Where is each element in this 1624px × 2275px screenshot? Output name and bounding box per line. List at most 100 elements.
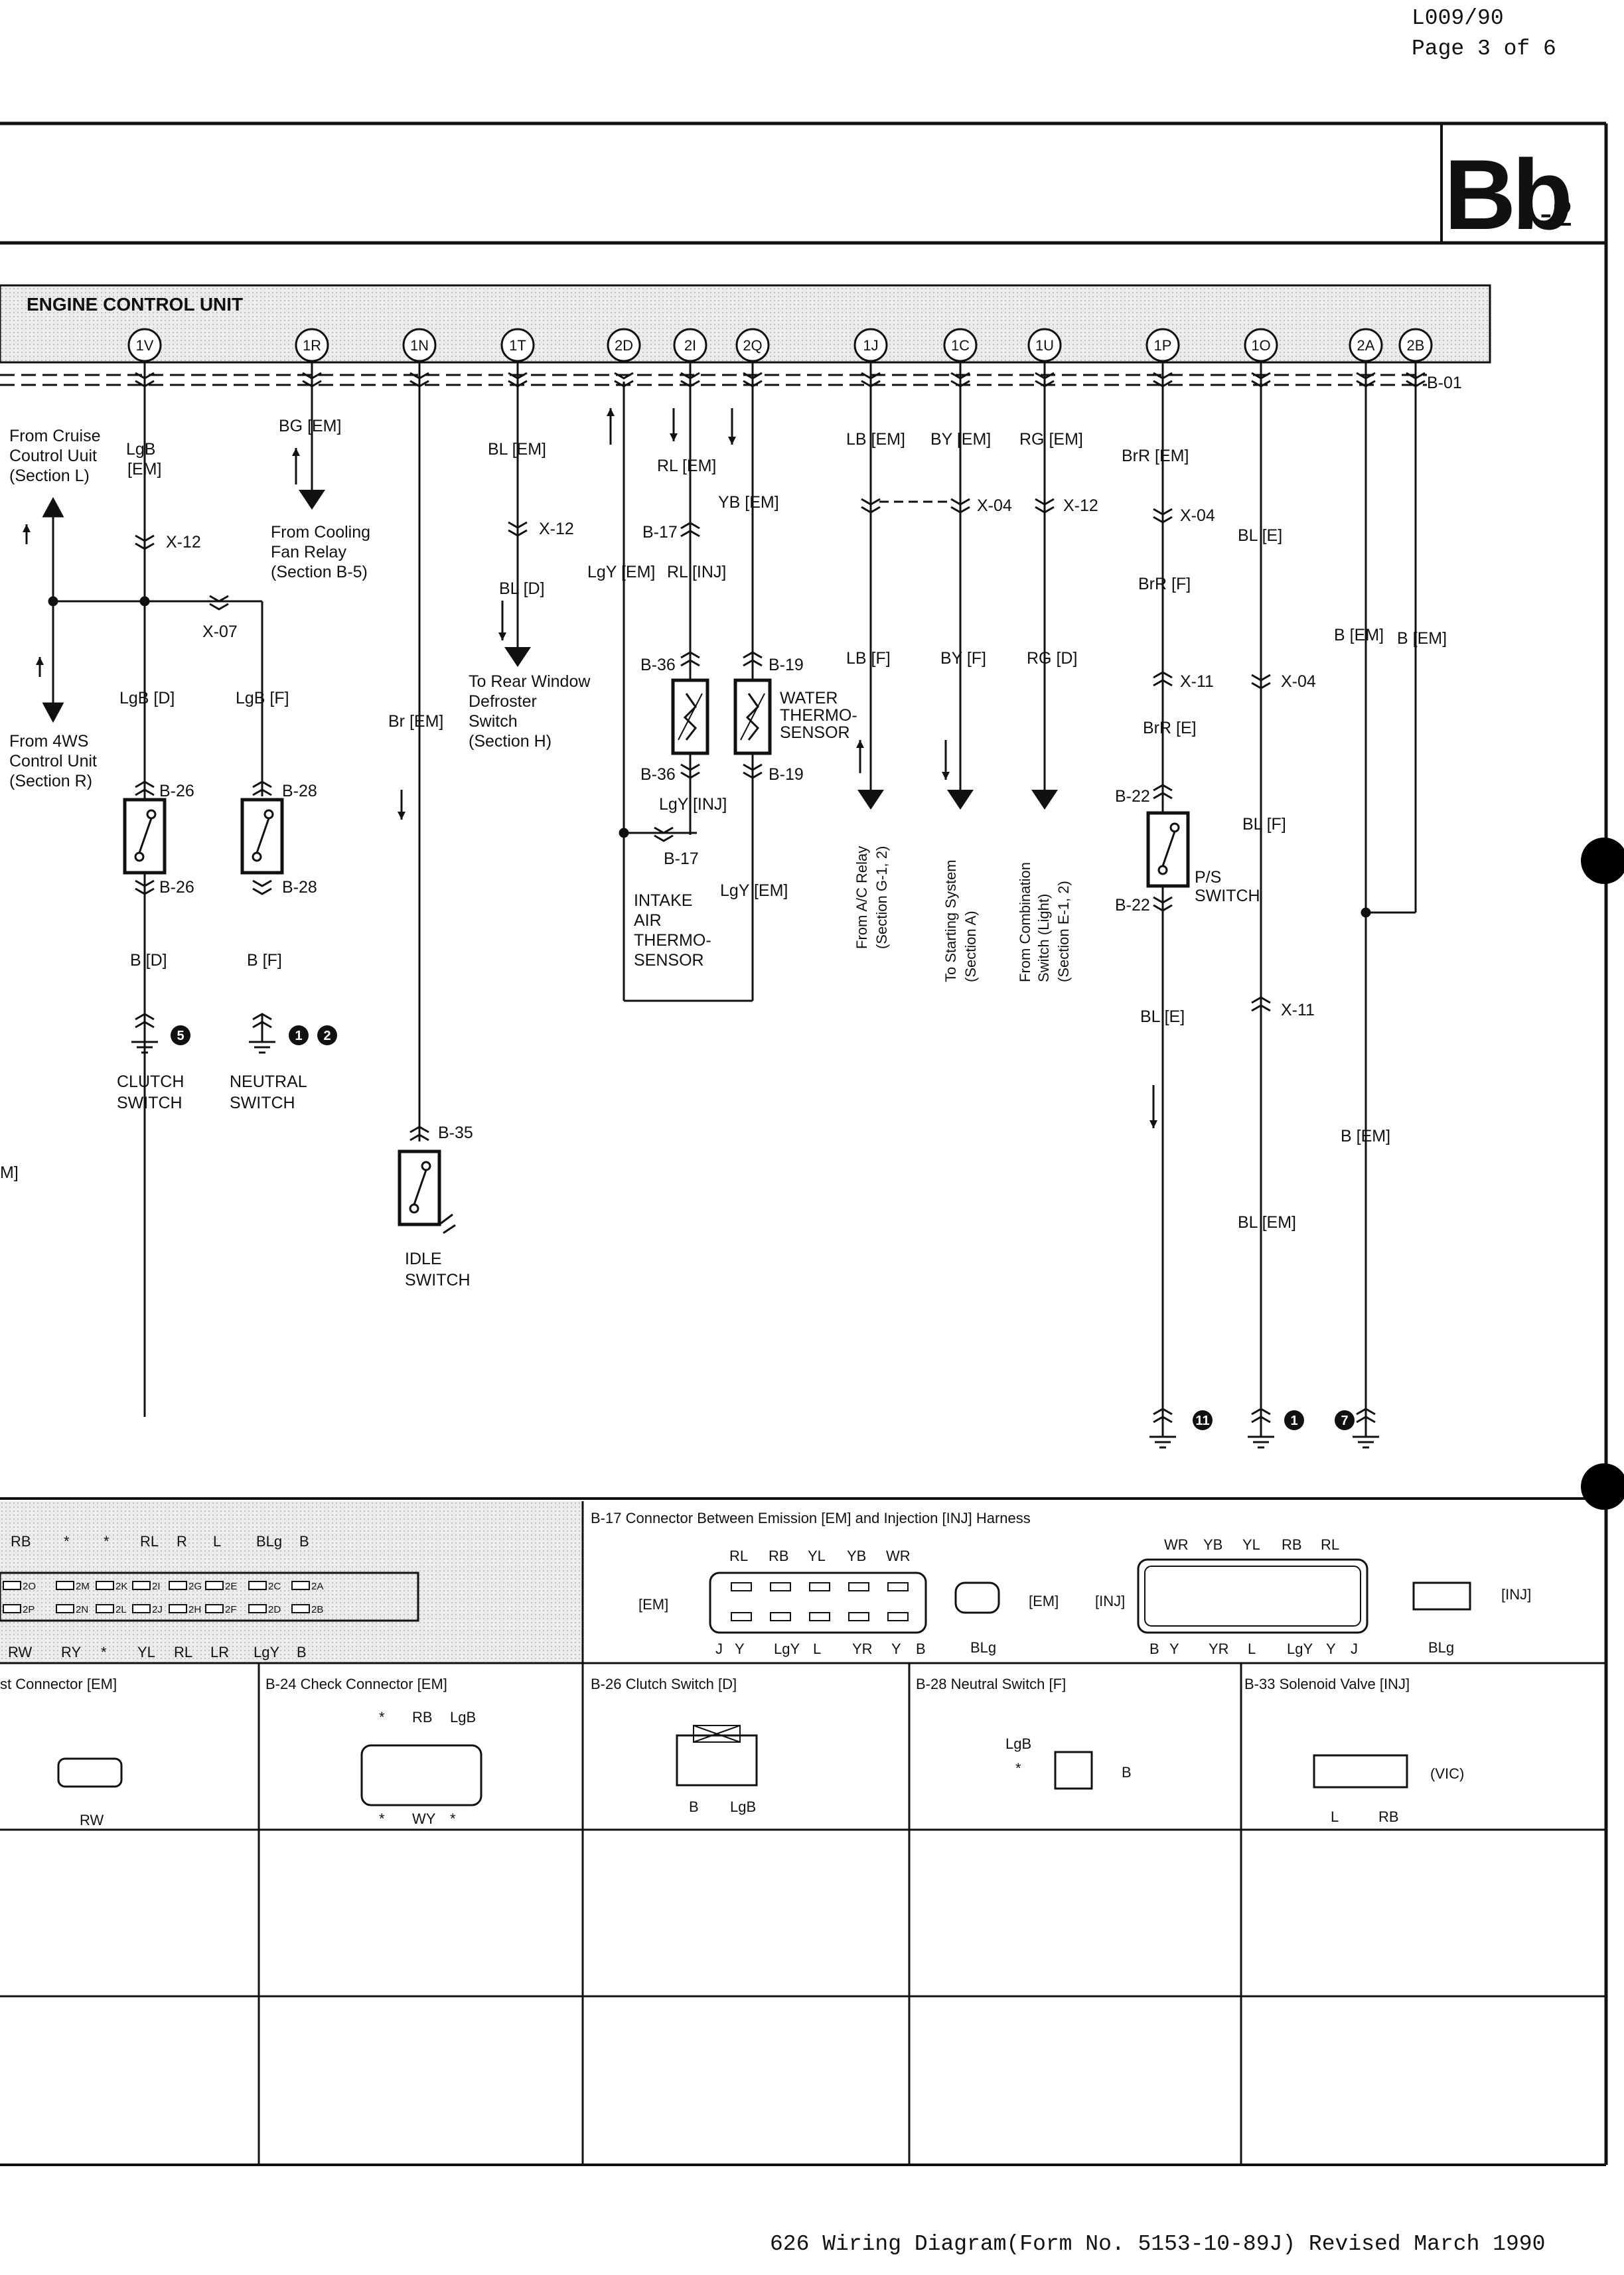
wire-color-label: RL [INJ] [667,563,726,581]
pin-slot [169,1581,187,1590]
pin-code: 2L [115,1604,127,1615]
connector-chevron [409,1126,429,1141]
connector-chevron [680,372,700,388]
pin-slot [887,1582,909,1591]
neutral-switch [240,798,284,875]
ground-icon [131,1013,158,1054]
pin-slot [809,1612,830,1621]
source-label: From 4WS [9,732,88,751]
connector-label: X-04 [1180,506,1215,525]
pin-label: LgY [1287,1641,1313,1657]
source-label: Defroster [469,692,537,711]
component-name: INTAKE [634,891,692,910]
ecu-pin-label: 1U [1035,337,1054,354]
pin-label: * [450,1810,456,1827]
ecu-pin-label: 1R [303,337,321,354]
pin-label: * [379,1810,385,1827]
pin-label: L [813,1641,821,1657]
pin-slot [731,1612,752,1621]
pin-slot [248,1581,267,1590]
connector-label: X-11 [1281,1001,1315,1019]
ecu-pin-label: 1C [951,337,970,354]
pin-label: WR [886,1548,911,1564]
pin-label: J [1351,1641,1358,1657]
connector-label: B-19 [769,656,804,674]
pin-slot [205,1581,224,1590]
connector-label: X-04 [977,496,1012,515]
connector-chevron [1153,508,1173,524]
pin-label: L [1248,1641,1256,1657]
wire-color-label: RG [D] [1027,649,1077,668]
connector-title: B-24 Check Connector [EM] [265,1676,447,1692]
pin-slot [205,1604,224,1613]
page-frame [0,121,1608,2166]
connector-label: X-12 [166,533,201,551]
ground-number: 5 [177,1029,184,1043]
connector-chevron [135,879,155,895]
ecu-pin-label: 1P [1154,337,1172,354]
ground-number: 1 [1290,1414,1297,1428]
wire-harness-label: [EM] [127,460,161,478]
connector-label: B-26 [159,782,194,800]
pin-label: B [299,1533,309,1550]
ground-number-badge: 1 [289,1025,309,1045]
connector-chevron [1153,784,1173,800]
component-name: WATER [780,689,838,707]
ground-icon [1248,1408,1274,1449]
component-name: SENSOR [780,723,850,742]
pin-label: YR [852,1641,873,1657]
wire-color-label: LgB [F] [236,689,289,707]
connector-chevron [861,498,881,514]
wire-color-label: BL [EM] [1238,1213,1296,1232]
source-label: Switch (Light) [1035,894,1052,982]
ecu-pin-label: 2B [1407,337,1425,354]
ground-number-badge: 7 [1335,1410,1355,1430]
direction-arrow-icon [607,408,615,445]
intake-air-thermo-sensor [671,678,709,755]
pin-label: RL [140,1533,159,1550]
pin-slot [887,1612,909,1621]
pin-slot [291,1581,310,1590]
pin-slot [56,1581,74,1590]
ecu-pin-label: 1V [136,337,154,354]
ecu-pin-circle [402,328,437,362]
connector-label: X-12 [539,520,574,538]
pin-code: 2F [225,1604,237,1615]
section-tag-main: Bb [1444,139,1569,250]
direction-arrow-icon [942,740,950,780]
pin-code: 2B [311,1604,323,1615]
source-label: Fan Relay [271,543,346,561]
component-name: NEUTRAL [230,1072,307,1091]
ecu-pin-circle [853,328,888,362]
pin-label: B [1149,1641,1159,1657]
pin-label: RB [11,1533,31,1550]
connector-tag: (VIC) [1430,1765,1464,1782]
clutch-switch [123,798,167,875]
shield-dashes [0,374,1427,386]
wire-color-label: RG [EM] [1019,430,1083,449]
source-label: (Section E-1, 2) [1055,881,1072,982]
pin-label: RL [174,1644,192,1660]
pin-label: RL [1321,1536,1339,1553]
pin-label: YL [137,1644,155,1660]
pin-label: B [297,1644,307,1660]
ground-number: 11 [1195,1414,1209,1428]
b33-connector-body [1313,1754,1408,1789]
connector-chevron [1153,671,1173,687]
ps-switch [1146,811,1190,888]
ground-icon [249,1013,275,1054]
pin-label: WR [1164,1536,1189,1553]
connector-chevron [252,780,272,796]
pin-slot [848,1612,869,1621]
component-name: SWITCH [405,1271,471,1289]
pin-code: 2E [225,1581,237,1592]
component-name: SENSOR [634,951,704,970]
ecu-pin-circle [127,328,162,362]
pin-label: RW [8,1644,32,1660]
component-name: SWITCH [230,1094,295,1112]
wire-color-label: LgY [INJ] [659,795,727,814]
ground-number-badge: 5 [171,1025,190,1045]
wire-color-label: YB [EM] [718,493,779,512]
pin-label: RW [80,1812,104,1828]
footer-note: 626 Wiring Diagram(Form No. 5153-10-89J)… [770,2232,1546,2256]
